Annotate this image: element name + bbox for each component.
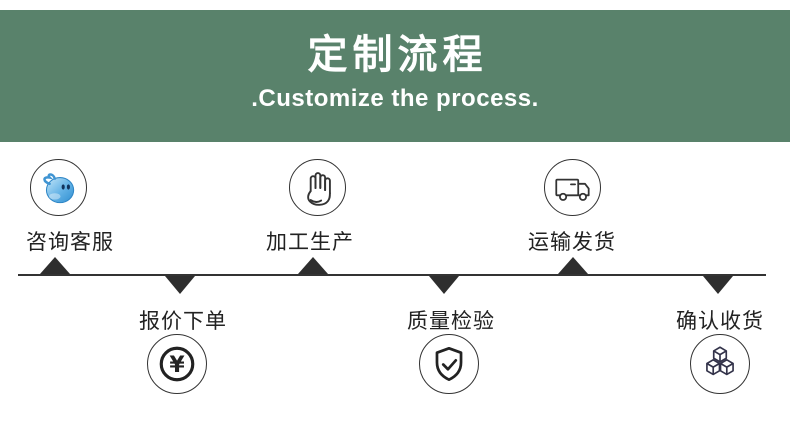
hand-palm-icon [306, 171, 331, 206]
shield-check-icon [435, 346, 463, 382]
packages-cubes-icon [706, 346, 734, 376]
step-3-label: 加工生产 [266, 231, 354, 254]
arrow-down-step-4 [429, 276, 459, 294]
arrow-up-step-3 [298, 257, 328, 274]
customer-service-drop-icon [42, 172, 74, 203]
step-2-icon-circle: ¥ [147, 334, 207, 394]
step-1-label: 咨询客服 [26, 231, 114, 254]
step-5-label: 运输发货 [528, 231, 616, 254]
page-title: 定制流程 [307, 33, 488, 77]
step-6-icon-circle [690, 334, 750, 394]
step-3-icon-circle [289, 159, 346, 216]
delivery-truck-icon [554, 178, 590, 201]
header-banner: 定制流程 .Customize the process. [0, 10, 790, 142]
arrow-up-step-5 [558, 257, 588, 274]
arrow-down-step-2 [165, 276, 195, 294]
page-subtitle: .Customize the process. [251, 85, 539, 112]
step-5-icon-circle [544, 159, 601, 216]
step-6-label: 确认收货 [676, 310, 764, 333]
arrow-down-step-6 [703, 276, 733, 294]
step-4-icon-circle [419, 334, 479, 394]
step-2-label: 报价下单 [139, 310, 227, 333]
svg-text:¥: ¥ [169, 353, 185, 378]
step-1-icon-circle [30, 159, 87, 216]
step-4-label: 质量检验 [407, 310, 495, 333]
yuan-coin-icon: ¥ [159, 346, 195, 382]
timeline-line [18, 274, 766, 276]
arrow-up-step-1 [40, 257, 70, 274]
